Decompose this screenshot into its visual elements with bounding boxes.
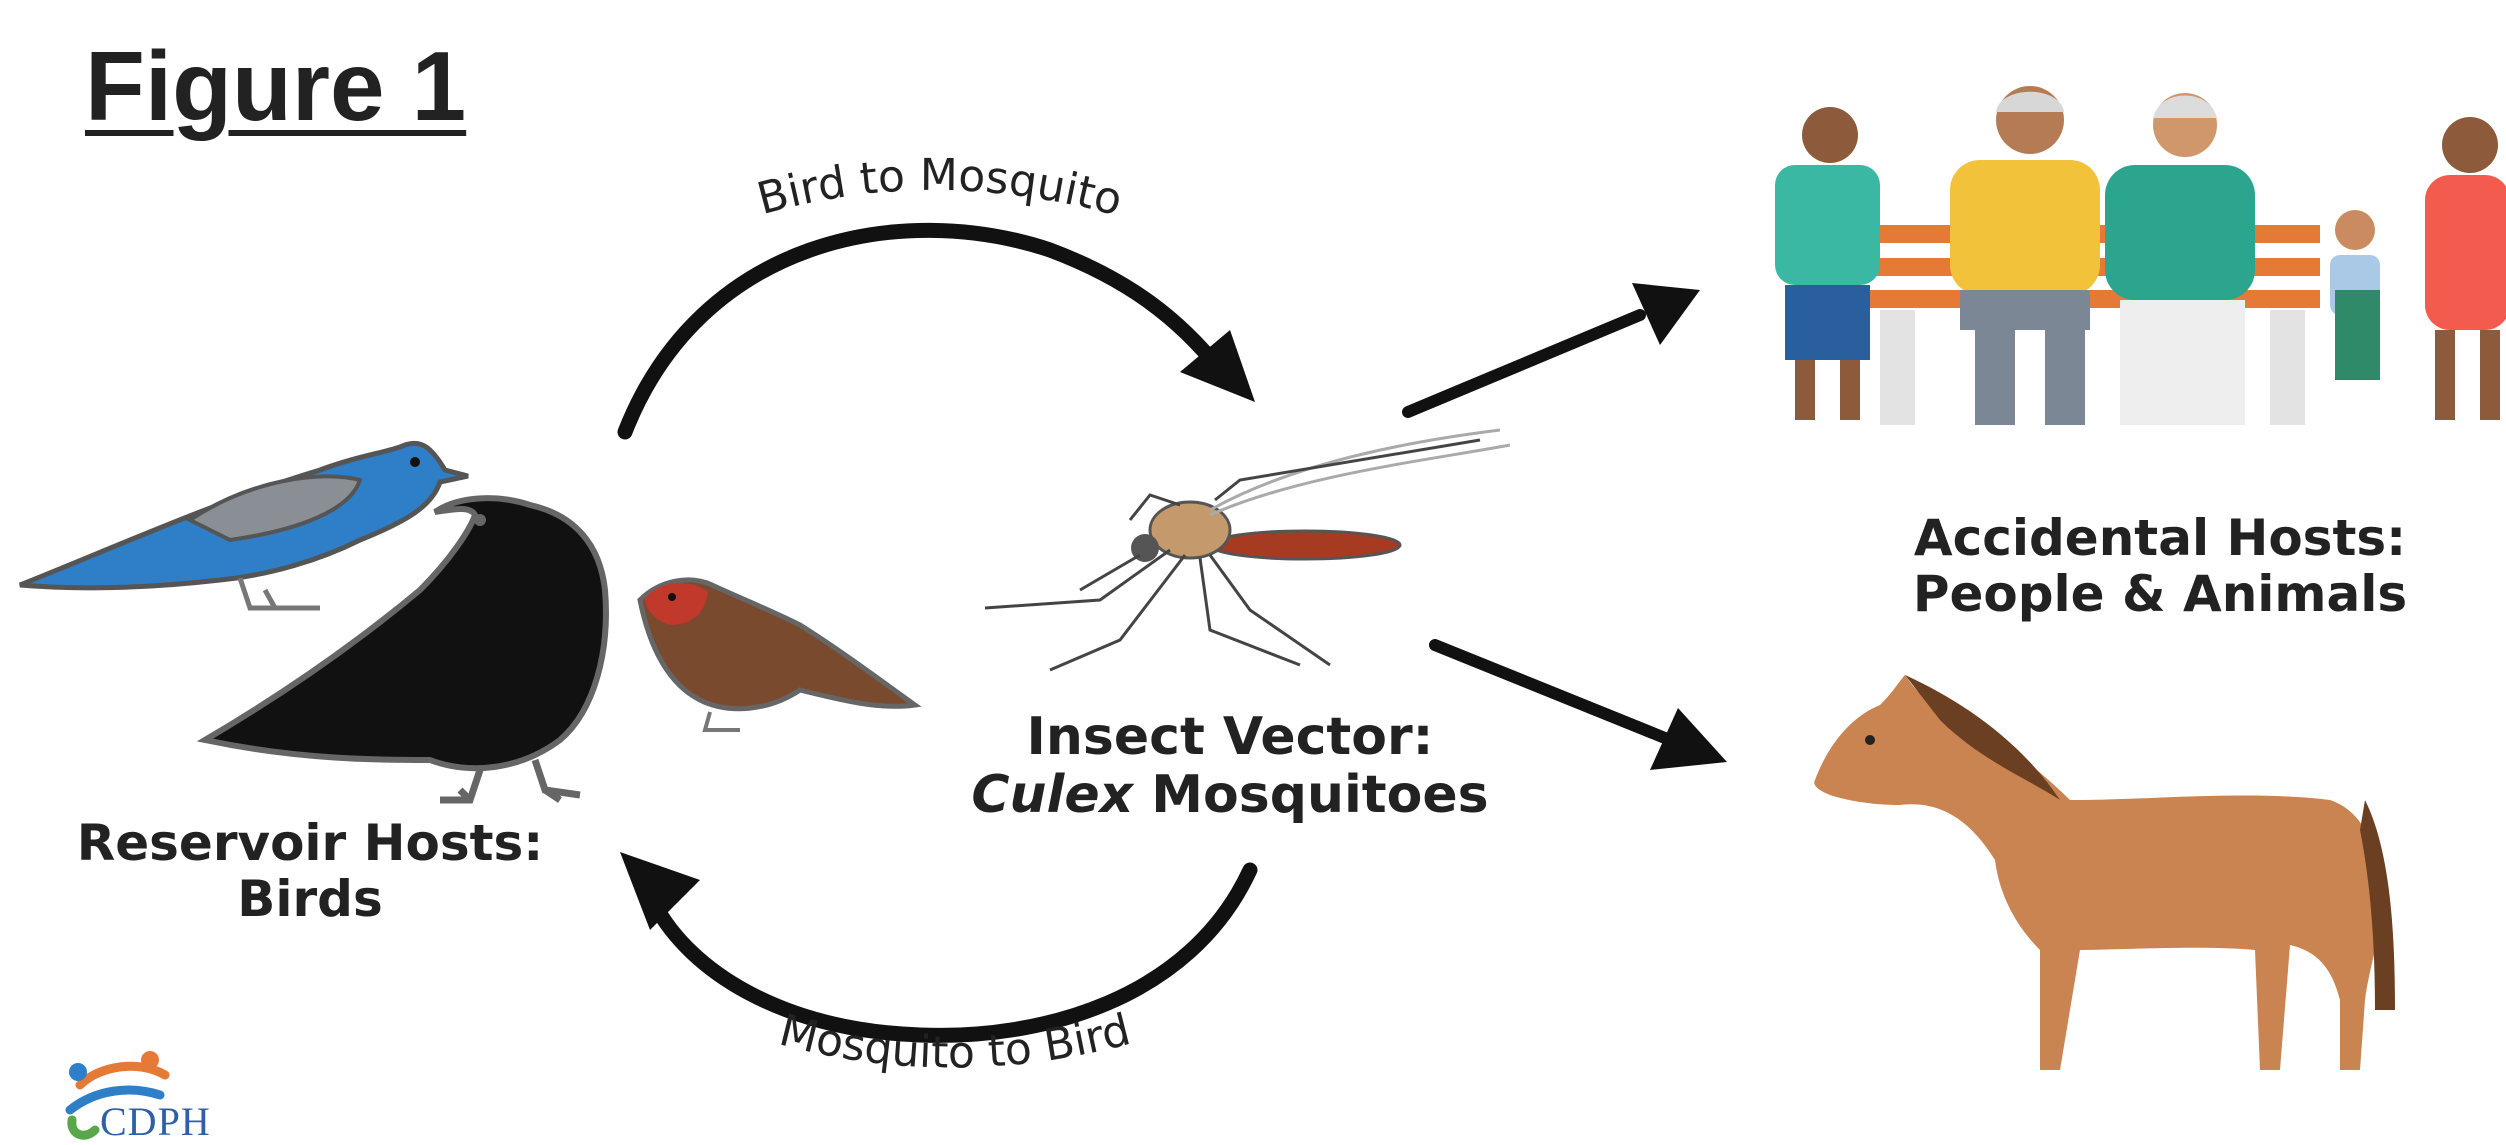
insect-vector-label: Insect Vector: Culex Mosquitoes — [920, 708, 1540, 824]
mosquito-to-bird-arrow — [620, 852, 1250, 1035]
accidental-line2: People & Animals — [1860, 566, 2460, 622]
bird-to-mosquito-label: Bird to Mosquito — [752, 150, 1128, 226]
mosquito-icon — [985, 430, 1510, 670]
bird-to-mosquito-arrow — [625, 230, 1255, 432]
vector-line1: Insect Vector: — [920, 708, 1540, 766]
horse-icon — [1814, 675, 2395, 1070]
vector-genus: Culex — [971, 765, 1133, 825]
reservoir-line1: Reservoir Hosts: — [30, 815, 590, 871]
cdph-logo-text: CDPH — [100, 1098, 211, 1145]
arrow-to-people — [1408, 283, 1700, 412]
reservoir-line2: Birds — [30, 871, 590, 927]
bluebird-icon — [20, 443, 468, 608]
mosquito-to-bird-label: Mosquito to Bird — [774, 1004, 1135, 1078]
vector-line2-rest: Mosquitoes — [1133, 765, 1488, 825]
accidental-hosts-label: Accidental Hosts: People & Animals — [1860, 510, 2460, 622]
accidental-line1: Accidental Hosts: — [1860, 510, 2460, 566]
reservoir-hosts-label: Reservoir Hosts: Birds — [30, 815, 590, 927]
vector-line2: Culex Mosquitoes — [920, 766, 1540, 824]
finch-icon — [640, 580, 915, 730]
people-on-bench-icon — [1775, 86, 2506, 425]
